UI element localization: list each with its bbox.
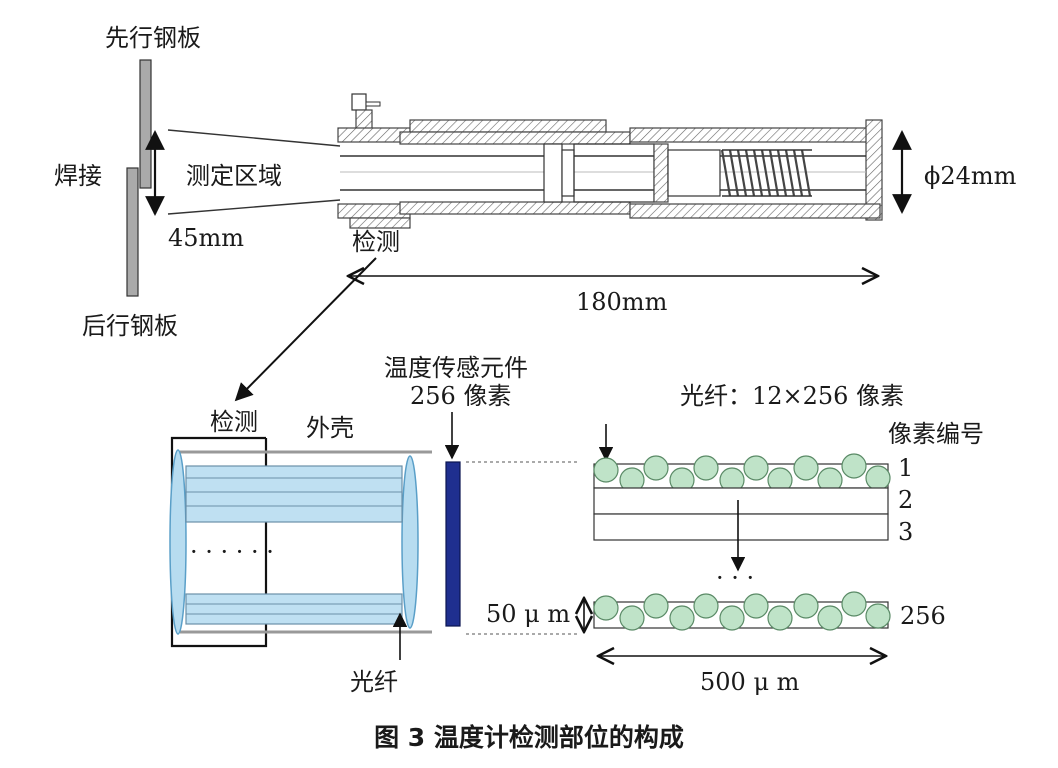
- trailing-plate-label: 后行钢板: [82, 312, 178, 340]
- pixel-row-2: [593, 487, 889, 515]
- temperature-sensor-element: [445, 461, 461, 627]
- row-3-label: 3: [898, 518, 913, 546]
- sensor-label-line2: 256 像素: [410, 382, 511, 410]
- trailing-plate: [126, 167, 139, 297]
- weld-label: 焊接: [54, 162, 102, 190]
- measure-zone-label: 测定区域: [186, 162, 282, 190]
- detection-head: · · · · · ·: [169, 436, 432, 648]
- shell-label: 外壳: [306, 414, 354, 442]
- leading-plate: [139, 59, 152, 189]
- fiber-bundle-bottom: [185, 593, 403, 625]
- figure-caption: 图 3 温度计检测部位的构成: [374, 723, 684, 752]
- width-45-label: 45mm: [168, 224, 244, 252]
- probe-body: [337, 93, 883, 229]
- row-256-label: 256: [900, 602, 946, 630]
- lens-left: [169, 449, 187, 635]
- row-2-label: 2: [898, 486, 913, 514]
- vertical-ellipsis: · · ·: [716, 564, 754, 592]
- detail-pointer-arrow: [234, 257, 377, 402]
- length-180-label: 180mm: [576, 288, 668, 316]
- width-500-label: 500 μ m: [700, 668, 800, 696]
- fiber-top-label: 光纤：12×256 像素: [680, 382, 904, 410]
- pixel-row-3: [593, 513, 889, 541]
- cone-line-top: [167, 129, 341, 147]
- row-1-label: 1: [898, 454, 913, 482]
- lens-right: [401, 455, 419, 629]
- pixel-number-label: 像素编号: [888, 420, 984, 448]
- fiber-bundle-top: [185, 465, 403, 523]
- fiber-bottom-label: 光纤: [350, 668, 398, 696]
- pixel-row-1: [593, 453, 891, 493]
- detect-bottom-label: 检测: [210, 408, 258, 436]
- cone-line-bottom: [167, 199, 341, 215]
- detect-top-label: 检测: [352, 228, 400, 256]
- ellipsis-dots: · · · · · ·: [190, 538, 274, 566]
- diameter-label: ϕ24mm: [924, 162, 1017, 190]
- sensor-label-line1: 温度传感元件: [384, 354, 528, 382]
- height-50-label: 50 μ m: [486, 600, 570, 628]
- leading-plate-label: 先行钢板: [105, 24, 201, 52]
- detect-bracket: [170, 436, 268, 648]
- pixel-row-256: [593, 591, 891, 631]
